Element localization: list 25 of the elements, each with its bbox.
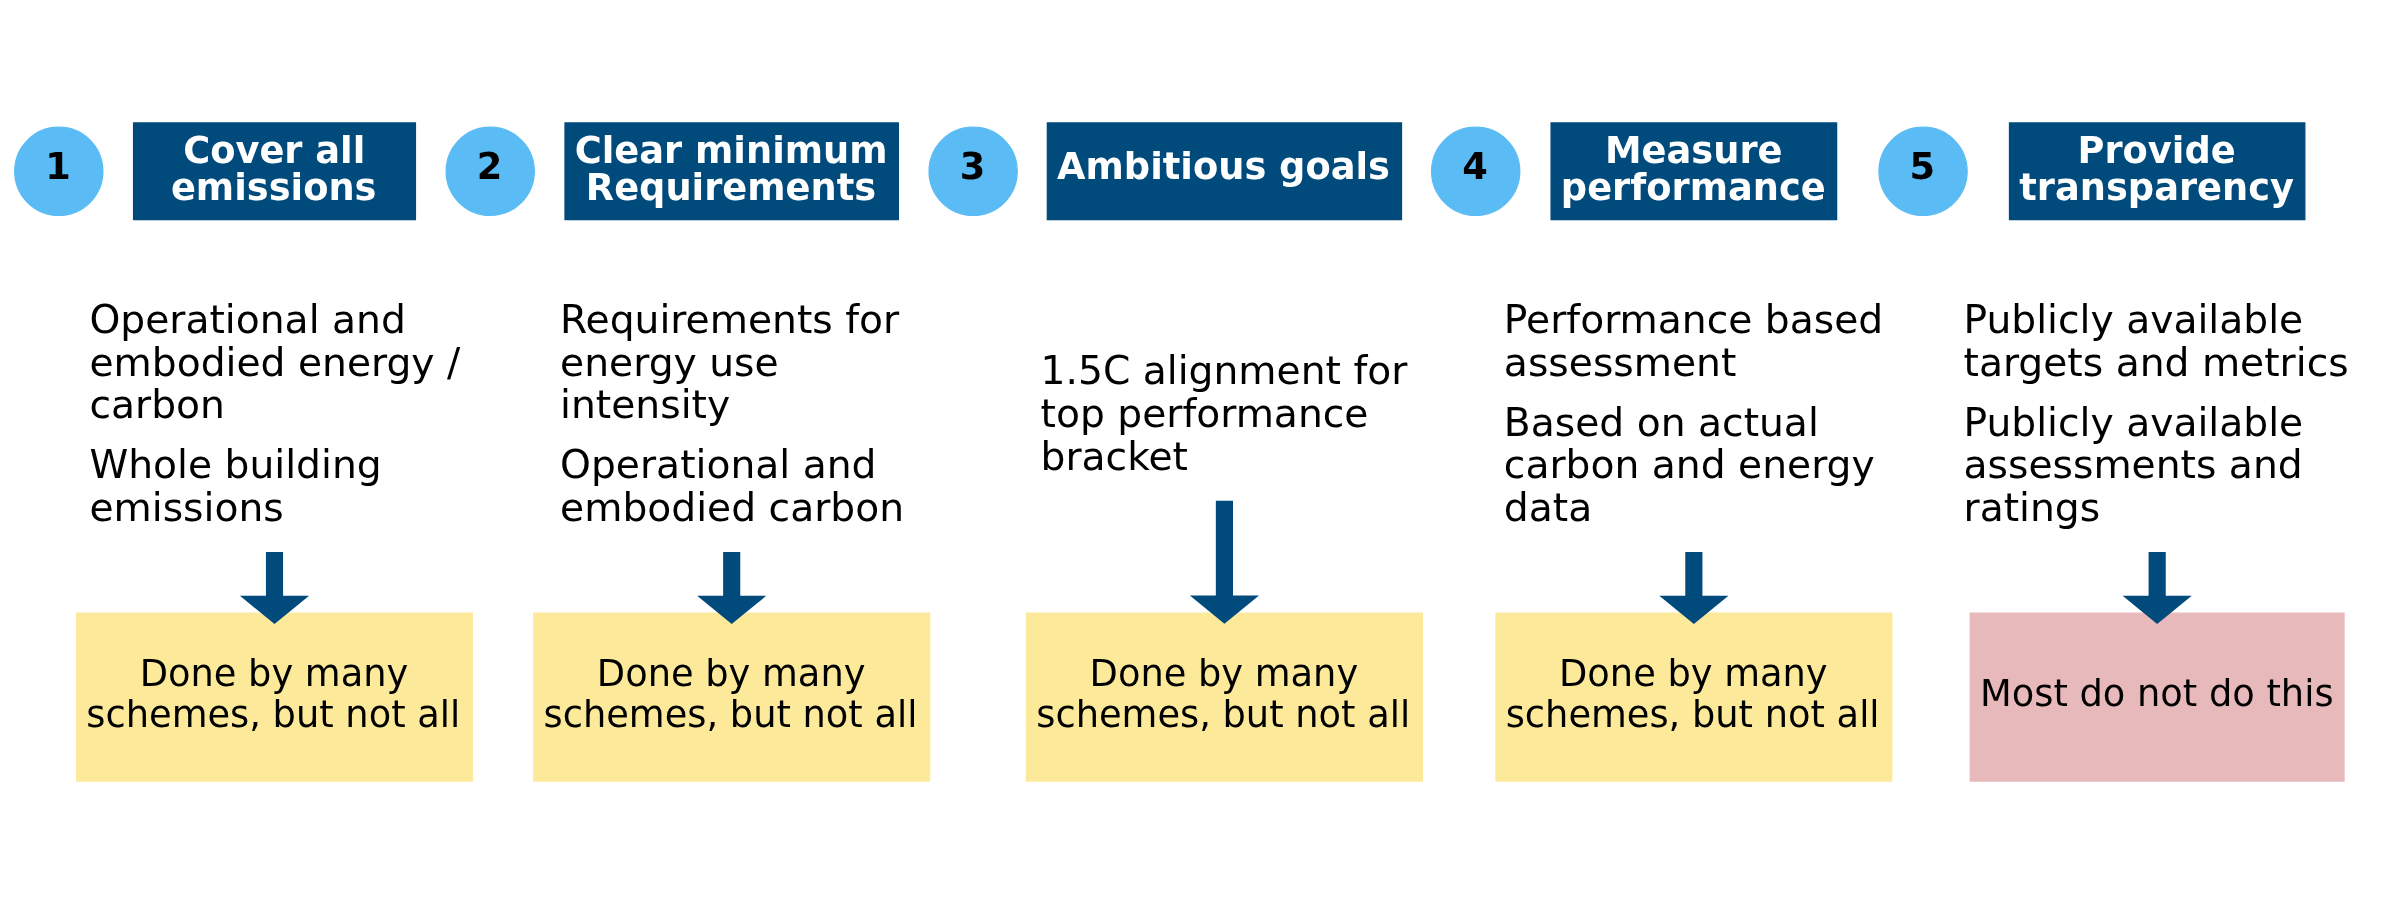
node-box: Done by many schemes, but not all [1025,612,1423,782]
node-text: 1.5C alignment for top performance bracket [1040,347,1408,479]
node-box: Clear minimum Requirements [564,121,899,220]
arrow [1659,551,1729,624]
node-circle: 2 [445,126,535,216]
node-text: Performance based assessment Based on actual carbon and energy data [1503,296,1884,530]
node-circle: 1 [14,126,104,216]
node-box: Cover all emissions [132,121,417,220]
node-text: Requirements for energy use intensity Operational and embodied carbon [560,296,905,530]
node-box: Done by many schemes, but not all [75,612,474,782]
arrow [1189,500,1259,624]
node-text: Publicly available targets and metrics Publicly available assessments and ratings [1963,296,2349,530]
node-box: Most do not do this [1969,612,2345,782]
arrow [2122,551,2192,624]
node-box: Done by many schemes, but not all [1495,612,1893,782]
node-box: Ambitious goals [1046,121,1403,220]
node-circle: 4 [1430,126,1521,216]
node-box: Measure performance [1550,121,1838,220]
node-box: Provide transparency [2008,121,2306,220]
arrow [697,551,767,624]
node-box: Done by many schemes, but not all [533,612,931,782]
arrow [239,551,310,624]
node-circle: 5 [1878,126,1968,216]
node-text: Operational and embodied energy / carbon Whole building emissions [89,296,461,530]
node-circle: 3 [928,126,1018,216]
